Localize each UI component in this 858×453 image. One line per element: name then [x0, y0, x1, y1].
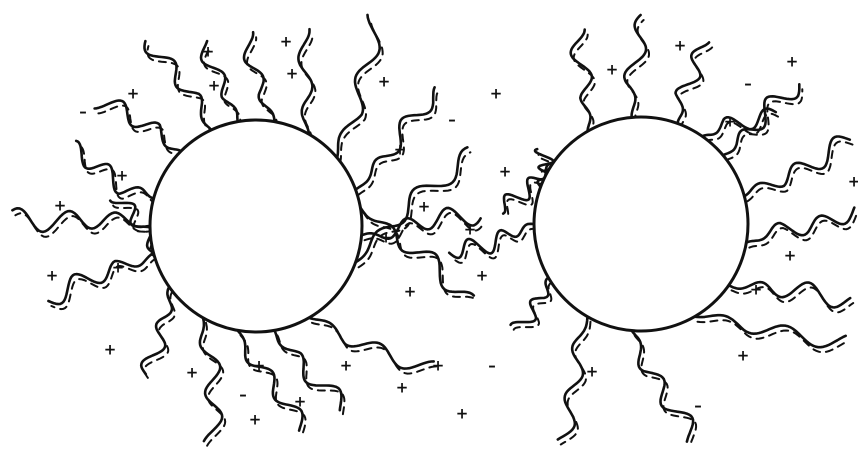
- positive-ion: +: [294, 393, 307, 411]
- negative-ion: –: [79, 103, 87, 121]
- chain-line: [274, 330, 341, 410]
- positive-ion: +: [378, 73, 391, 91]
- positive-ion: +: [253, 357, 266, 375]
- polymer-chain: [571, 30, 595, 137]
- positive-ion: +: [432, 357, 445, 375]
- positive-ion: +: [499, 163, 512, 181]
- polymer-chain: [298, 29, 315, 139]
- positive-ion: +: [418, 198, 431, 216]
- chain-line: [511, 278, 549, 325]
- chain-charge-dashes: [574, 35, 595, 137]
- positive-ion: +: [674, 37, 687, 55]
- polymer-chain: [244, 32, 277, 126]
- chain-line: [729, 282, 851, 307]
- positive-ion: +: [249, 411, 262, 429]
- positive-ion: +: [586, 363, 599, 381]
- positive-ion: +: [750, 281, 763, 299]
- chain-charge-dashes: [679, 47, 713, 128]
- positive-ion: +: [848, 173, 858, 191]
- polymer-chain: [95, 101, 184, 157]
- polymer-chain: [274, 330, 344, 415]
- positive-ion: +: [112, 259, 125, 277]
- chain-line: [558, 317, 588, 440]
- chain-line: [746, 208, 854, 243]
- positive-ion: +: [202, 43, 215, 61]
- positive-ion: +: [104, 341, 117, 359]
- negative-ion: –: [694, 397, 702, 415]
- positive-ion: +: [737, 347, 750, 365]
- negative-ion: –: [239, 386, 247, 404]
- positive-ion: +: [380, 229, 393, 247]
- polymer-chain: [360, 208, 476, 301]
- polymer-chain: [309, 318, 437, 374]
- chain-line: [337, 15, 380, 158]
- chain-charge-dashes: [749, 213, 857, 248]
- positive-ion: +: [186, 364, 199, 382]
- positive-ion: +: [394, 141, 407, 159]
- polymer-chain: [632, 331, 696, 447]
- polymer-chain: [511, 278, 552, 330]
- polymer-chain: [744, 137, 852, 202]
- chain-charge-dashes: [340, 20, 383, 163]
- colloid-particles: [150, 117, 748, 332]
- positive-ion: +: [404, 283, 417, 301]
- right-particle: [534, 117, 748, 331]
- chain-line: [141, 287, 172, 374]
- chain-line: [200, 318, 222, 441]
- positive-ion: +: [54, 197, 67, 215]
- positive-ion: +: [280, 33, 293, 51]
- positive-ion: +: [606, 61, 619, 79]
- chain-line: [449, 224, 534, 258]
- negative-ion: –: [488, 357, 496, 375]
- polymer-chain: [624, 15, 649, 122]
- chain-line: [676, 42, 710, 123]
- left-particle: [150, 120, 362, 332]
- chain-charge-dashes: [747, 142, 852, 202]
- chain-line: [95, 101, 181, 152]
- polymer-chain: [141, 287, 175, 379]
- positive-ion: +: [456, 405, 469, 423]
- negative-ion: –: [448, 111, 456, 129]
- negative-ion: –: [744, 75, 752, 93]
- chain-line: [360, 208, 473, 296]
- positive-ion: +: [116, 167, 129, 185]
- polymer-chain: [695, 315, 849, 352]
- positive-ion: +: [340, 357, 353, 375]
- chain-line: [632, 331, 693, 442]
- chain-line: [624, 15, 646, 117]
- chain-charge-dashes: [277, 335, 344, 415]
- positive-ion: +: [724, 113, 737, 131]
- positive-ion: +: [208, 77, 221, 95]
- chain-charge-dashes: [698, 320, 849, 352]
- polymer-chain: [729, 282, 854, 312]
- polymer-chain: [702, 109, 778, 142]
- polymer-chain: [12, 208, 153, 237]
- polymer-chain: [48, 253, 156, 309]
- positive-ion: +: [46, 267, 59, 285]
- positive-ion: +: [286, 65, 299, 83]
- positive-ion: +: [127, 85, 140, 103]
- positive-ion: +: [396, 379, 409, 397]
- chain-line: [244, 32, 274, 121]
- positive-ion: +: [786, 53, 799, 71]
- chain-line: [356, 87, 435, 189]
- chain-line: [48, 253, 153, 304]
- positive-ion: +: [784, 247, 797, 265]
- polymer-chain: [558, 317, 591, 445]
- polymer-chain: [200, 318, 225, 446]
- polymer-chain: [676, 42, 713, 128]
- chain-charge-dashes: [635, 336, 696, 447]
- positive-ion: +: [476, 267, 489, 285]
- positive-ion: +: [490, 85, 503, 103]
- polymer-chain: [746, 208, 857, 248]
- positive-ion: +: [464, 221, 477, 239]
- polymer-chain: [337, 15, 383, 163]
- polymer-chain: [449, 224, 537, 263]
